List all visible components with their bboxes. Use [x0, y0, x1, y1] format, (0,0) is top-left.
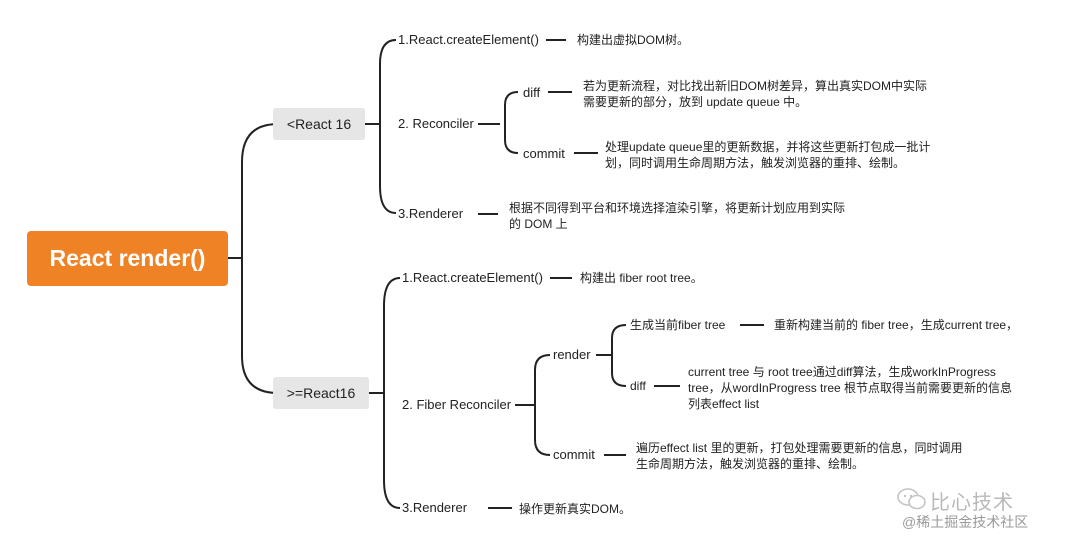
fiber-step2-brace [534, 354, 551, 456]
v16-step2-brace [504, 91, 519, 154]
root-node[interactable]: React render() [27, 231, 228, 286]
v16-diff-label[interactable]: diff [523, 85, 541, 100]
watermark-site: @稀土掘金技术社区 [902, 514, 1029, 530]
v16-step1-desc: 构建出虚拟DOM树。 [577, 33, 689, 47]
fiber-commit-desc-line1: 遍历effect list 里的更新，打包处理需要更新的信息，同时调用 [636, 441, 963, 455]
v16-step3-label[interactable]: 3.Renderer [398, 206, 464, 221]
fiber-commit-desc-line2: 生命周期方法，触发浏览器的重排、绘制。 [636, 457, 865, 471]
fiber-step2-label[interactable]: 2. Fiber Reconciler [402, 397, 512, 412]
fiber-diff-label[interactable]: diff [630, 379, 646, 393]
fiber-step3-label[interactable]: 3.Renderer [402, 500, 468, 515]
root-brace [241, 123, 279, 394]
fiber-step3-desc: 操作更新真实DOM。 [519, 502, 631, 516]
v16-commit-label[interactable]: commit [523, 146, 565, 161]
fiber-brace [383, 277, 401, 509]
v16-node[interactable]: <React 16 [273, 108, 365, 140]
fiber-diff-desc-line2: tree，从wordInProgress tree 根节点取得当前需要更新的信息 [688, 381, 1013, 395]
watermark-brand: 比心技术 [930, 492, 1014, 514]
v16-brace [379, 39, 397, 214]
v16-diff-desc-line2: 需要更新的部分，放到 update queue 中。 [583, 95, 808, 109]
fiber-render-brace [611, 324, 627, 387]
fiber-diff-desc-line1: current tree 与 root tree通过diff算法，生成workI… [688, 365, 996, 379]
fiber-commit-label[interactable]: commit [553, 447, 595, 462]
v16-step1-label[interactable]: 1.React.createElement() [398, 32, 539, 47]
v16-diff-desc-line1: 若为更新流程，对比找出新旧DOM树差异，算出真实DOM中实际 [583, 79, 927, 93]
fiber-step1-label[interactable]: 1.React.createElement() [402, 270, 543, 285]
fiber-gen-label[interactable]: 生成当前fiber tree [630, 318, 726, 332]
v16-commit-desc-line1: 处理update queue里的更新数据，并将这些更新打包成一批计 [605, 140, 931, 154]
v16-step3-desc-line2: 的 DOM 上 [509, 217, 568, 231]
fiber-step1-desc: 构建出 fiber root tree。 [580, 271, 703, 285]
v16-commit-desc-line2: 划，同时调用生命周期方法，触发浏览器的重排、绘制。 [605, 156, 906, 170]
fiber-node[interactable]: >=React16 [273, 377, 369, 409]
fiber-gen-desc: 重新构建当前的 fiber tree，生成current tree， [774, 318, 1019, 332]
v16-step2-label[interactable]: 2. Reconciler [398, 116, 474, 131]
fiber-render-label[interactable]: render [553, 347, 591, 362]
fiber-diff-desc-line3: 列表effect list [688, 397, 760, 411]
wechat-icon [897, 488, 926, 510]
v16-step3-desc-line1: 根据不同得到平台和环境选择渲染引擎，将更新计划应用到实际 [509, 201, 846, 215]
